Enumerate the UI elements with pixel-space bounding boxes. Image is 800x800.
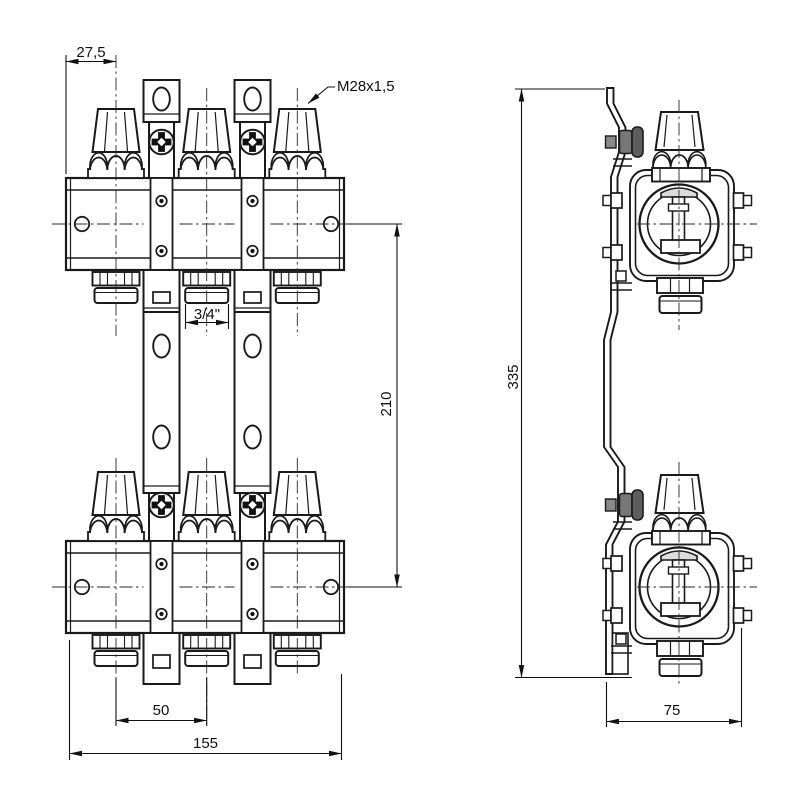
dim-total-width: 155: [193, 735, 218, 752]
wall-rail-profile: [603, 87, 627, 675]
dim-center-distance: 210: [378, 391, 395, 416]
center-lines-front: [52, 55, 360, 724]
dimension-labels: 27,5 M28x1,5 3/4" 210 50 155 335 75: [76, 44, 680, 752]
dim-total-height: 335: [505, 364, 522, 389]
side-view: [601, 87, 757, 684]
dim-outlet: 3/4": [194, 306, 220, 323]
front-view: [52, 55, 360, 724]
center-lines-side: [637, 100, 757, 684]
dimensions: [65, 55, 743, 760]
dim-depth: 75: [664, 702, 681, 719]
rail-mount-bolt-top: [604, 126, 644, 158]
rail-mount-bolt-bottom: [604, 489, 644, 521]
dim-valve-spacing: 50: [153, 702, 170, 719]
dim-offset-left: 27,5: [76, 44, 105, 61]
dim-thread: M28x1,5: [337, 78, 395, 95]
